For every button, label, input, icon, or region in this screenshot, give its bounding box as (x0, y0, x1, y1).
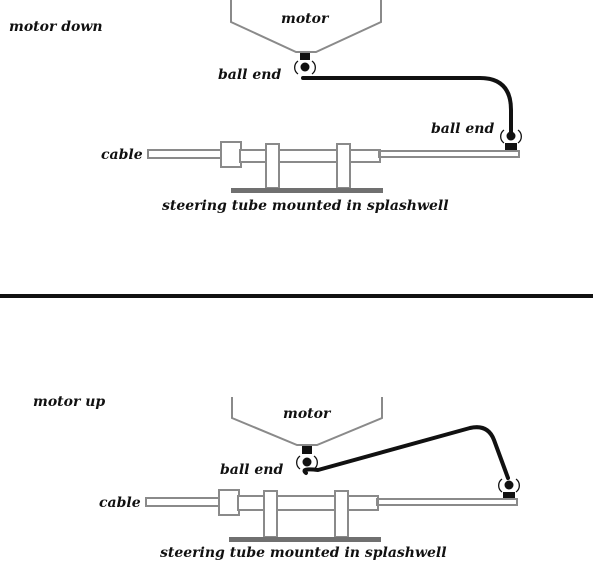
cable-label: cable (99, 495, 141, 511)
ball-end-label-right: ball end (431, 121, 494, 137)
motor-housing: motor (230, 0, 382, 53)
panel-title: motor up (33, 394, 105, 410)
motor-ball-end (296, 446, 318, 470)
steering-cable-assembly (147, 141, 520, 193)
ball-end-label-top: ball end (218, 67, 281, 83)
link-rod (302, 425, 510, 480)
motor-label: motor (281, 11, 330, 27)
panel-motor-up: motor up motor ball end (33, 394, 520, 561)
steering-cable-assembly (145, 489, 518, 542)
tube-caption: steering tube mounted in splashwell (162, 198, 449, 214)
motor-ball-end (294, 53, 316, 75)
panel-motor-down: motor down motor ball end ball end (9, 0, 522, 214)
motor-housing: motor (231, 397, 383, 446)
tube-ball-end (500, 129, 522, 150)
tube-caption: steering tube mounted in splashwell (160, 545, 447, 561)
motor-label: motor (283, 406, 332, 422)
ball-end-label: ball end (220, 462, 283, 478)
tube-ball-end (498, 478, 520, 499)
link-rod (301, 76, 513, 134)
cable-label: cable (101, 147, 143, 163)
panel-title: motor down (9, 19, 103, 35)
